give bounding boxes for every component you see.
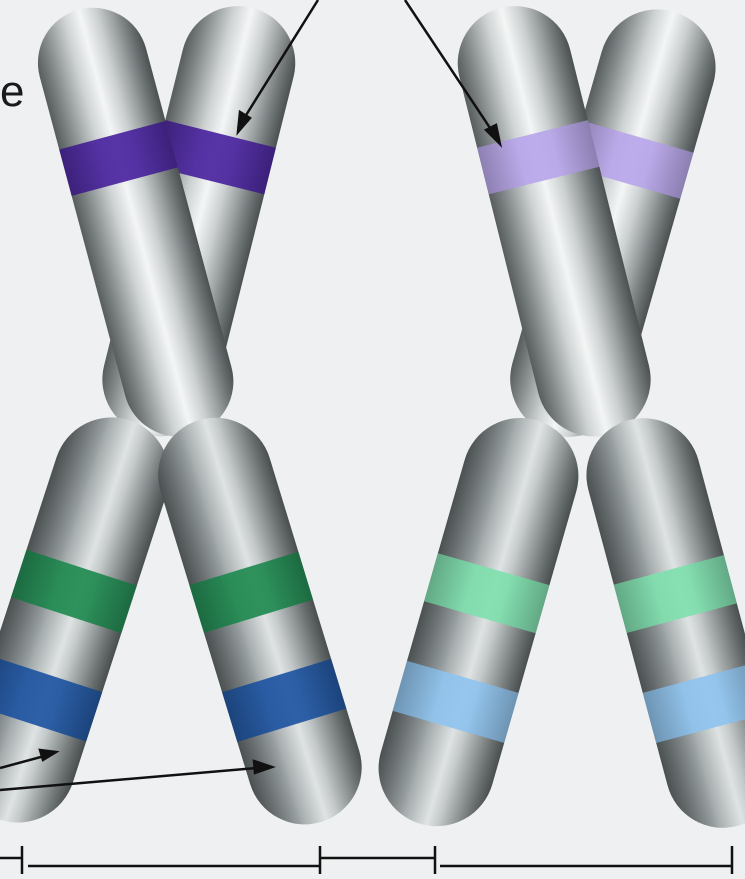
label-fragment: e bbox=[0, 70, 24, 114]
chromosome-left bbox=[0, 0, 376, 839]
chromatid-left-2-lower-arm bbox=[144, 404, 376, 839]
chromatid-right-2-lower-arm bbox=[574, 405, 745, 840]
chromatid-left-1-lower-arm bbox=[0, 402, 185, 837]
chromosome-right bbox=[365, 0, 745, 841]
bottom-brackets bbox=[0, 846, 732, 874]
chromatid-right-1-lower-arm bbox=[365, 404, 592, 840]
